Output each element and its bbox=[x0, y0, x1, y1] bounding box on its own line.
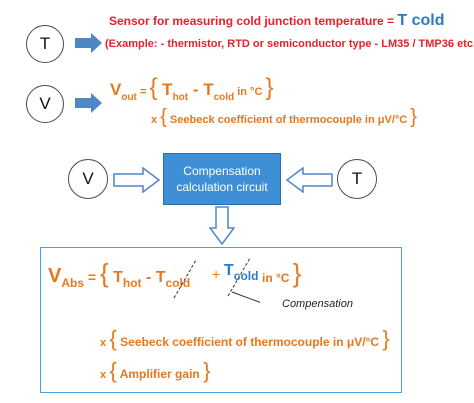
vout-cold-sub: cold bbox=[213, 92, 235, 103]
compensation-cold-sub: cold bbox=[233, 269, 259, 283]
seebeck-1-text: Seebeck coefficient of thermocouple in μ… bbox=[166, 114, 411, 126]
seebeck-2-open-brace: { bbox=[109, 326, 117, 351]
amplifier-close-brace: } bbox=[203, 358, 211, 383]
sensor-example: (Example: - thermistor, RTD or semicondu… bbox=[105, 38, 474, 50]
voltage-circle-label: V bbox=[39, 94, 51, 113]
vabs-unit-group: in °C } bbox=[262, 258, 301, 289]
sensor-description: Sensor for measuring cold junction tempe… bbox=[109, 12, 445, 30]
amplifier-text: Amplifier gain bbox=[116, 367, 204, 381]
seebeck-line-1: x { Seebeck coefficient of thermocouple … bbox=[151, 106, 417, 129]
left-arrow-icon bbox=[285, 167, 333, 193]
seebeck-1-open-brace: { bbox=[160, 106, 167, 128]
temperature-input-label: T bbox=[351, 169, 363, 188]
compensation-label: Compensation bbox=[282, 298, 353, 310]
voltage-circle: V bbox=[26, 85, 64, 123]
vout-sub: out bbox=[121, 92, 137, 103]
amplifier-line: x { Amplifier gain } bbox=[100, 358, 210, 384]
vabs-hot-sub: hot bbox=[122, 276, 142, 290]
vout-t-cold: - T bbox=[188, 80, 214, 99]
vout-unit: in °C bbox=[234, 86, 266, 98]
temperature-circle-label: T bbox=[39, 34, 51, 53]
seebeck-line-2: x { Seebeck coefficient of thermocouple … bbox=[100, 326, 390, 352]
vabs-open-brace: { bbox=[99, 258, 109, 288]
vabs-cold-sub: cold bbox=[165, 276, 191, 290]
vabs-t-cold: - T bbox=[141, 269, 166, 286]
compensation-t-cold: Tcold bbox=[224, 262, 258, 283]
right-arrow-icon bbox=[75, 93, 102, 113]
plus-sign: + bbox=[212, 266, 221, 282]
cancellation-strikes bbox=[173, 257, 260, 303]
sensor-description-text: Sensor for measuring cold junction tempe… bbox=[109, 14, 398, 28]
compensation-box-line-1: Compensation bbox=[183, 164, 261, 178]
vabs-equation: VAbs = { Thot - Tcold bbox=[48, 258, 190, 290]
amplifier-multiply: x bbox=[100, 369, 107, 381]
vout-v: V bbox=[110, 80, 122, 99]
seebeck-1-multiply: x bbox=[151, 114, 158, 126]
compensation-circuit-box: Compensation calculation circuit bbox=[163, 153, 281, 205]
vabs-close-brace: } bbox=[292, 258, 302, 288]
compensation-t: T bbox=[224, 262, 234, 279]
vout-eq: = bbox=[136, 86, 150, 98]
vout-open-brace: { bbox=[149, 74, 158, 101]
right-arrow-icon bbox=[113, 167, 161, 193]
temperature-circle: T bbox=[26, 25, 64, 63]
t-cold-label: T cold bbox=[397, 12, 445, 29]
vout-hot-sub: hot bbox=[172, 92, 189, 103]
absolute-voltage-box bbox=[40, 247, 402, 393]
seebeck-2-close-brace: } bbox=[382, 326, 390, 351]
seebeck-2-text: Seebeck coefficient of thermocouple in μ… bbox=[116, 335, 383, 349]
seebeck-2-multiply: x bbox=[100, 337, 107, 349]
right-arrow-icon bbox=[75, 33, 102, 53]
compensation-box-line-2: calculation circuit bbox=[176, 180, 268, 194]
vabs-sub: Abs bbox=[61, 276, 85, 290]
vabs-v: V bbox=[48, 265, 62, 287]
vabs-unit: in °C bbox=[262, 271, 293, 285]
voltage-input-circle: V bbox=[68, 159, 108, 199]
vout-close-brace: } bbox=[265, 74, 274, 101]
vabs-eq: = bbox=[84, 269, 100, 285]
amplifier-open-brace: { bbox=[109, 358, 117, 383]
vout-t-hot: T bbox=[157, 80, 173, 99]
vout-equation: Vout = { Thot - Tcold in °C } bbox=[110, 74, 273, 103]
voltage-input-label: V bbox=[82, 169, 94, 188]
seebeck-1-close-brace: } bbox=[410, 106, 417, 128]
vabs-t-hot: T bbox=[108, 269, 123, 286]
temperature-input-circle: T bbox=[337, 159, 377, 199]
down-arrow-icon bbox=[209, 206, 235, 246]
